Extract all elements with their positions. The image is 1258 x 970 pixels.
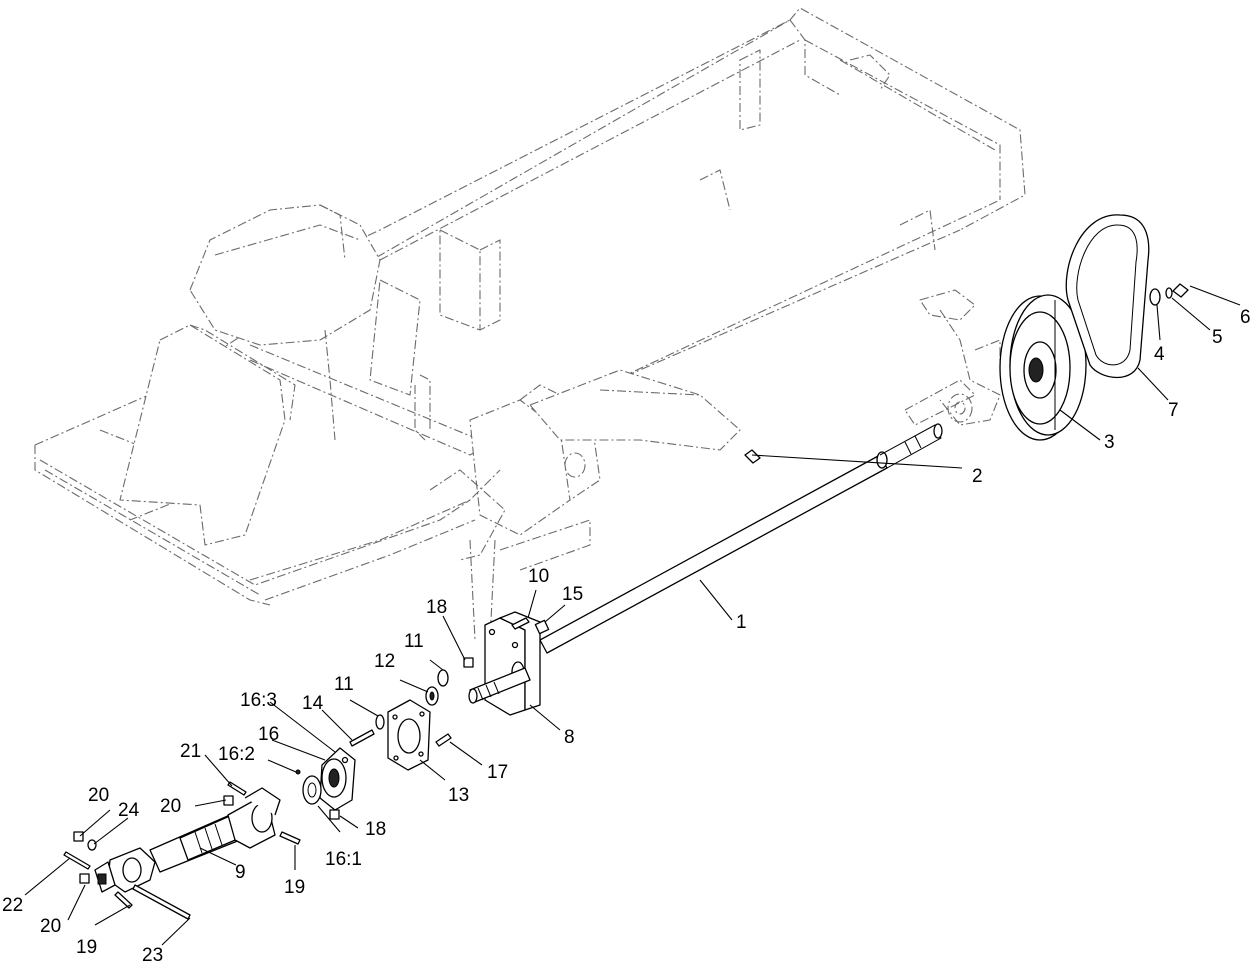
callout-16-2: 16:2 xyxy=(218,744,255,765)
lock-washer xyxy=(1165,287,1173,299)
callout-1: 1 xyxy=(736,612,747,633)
roll-pin-upper xyxy=(227,781,247,796)
pulley-bolt xyxy=(1172,283,1189,298)
frame-nut xyxy=(463,657,474,668)
callout-14: 14 xyxy=(302,693,324,714)
callout-15: 15 xyxy=(562,584,583,605)
callout-5: 5 xyxy=(1212,327,1223,348)
v-belt xyxy=(1065,214,1150,378)
callout-11-lower: 11 xyxy=(334,674,354,695)
callout-17: 17 xyxy=(487,762,508,783)
nut-left-bottom xyxy=(79,873,90,884)
callout-11-upper: 11 xyxy=(404,631,424,652)
roll-pin-lower xyxy=(63,851,91,870)
flange-plate xyxy=(387,699,431,771)
flange-bolt-left xyxy=(349,729,375,747)
callout-16-1: 16:1 xyxy=(325,849,362,870)
callout-2: 2 xyxy=(972,466,983,487)
callout-20-mid: 20 xyxy=(160,796,181,817)
shaft-key xyxy=(744,449,761,464)
washer xyxy=(1149,288,1161,306)
leader-lines xyxy=(24,285,1241,946)
callout-24: 24 xyxy=(118,800,140,821)
callout-18-upper: 18 xyxy=(426,597,447,618)
callout-labels: 1 2 3 4 5 6 7 8 9 10 11 11 12 13 14 15 1… xyxy=(2,307,1251,966)
bracket-bolt xyxy=(511,617,530,630)
bearing-bracket xyxy=(484,611,541,716)
callout-9: 9 xyxy=(235,862,246,883)
long-yoke-bolt xyxy=(132,884,191,920)
chassis-frame-phantom xyxy=(34,7,1026,641)
callout-3: 3 xyxy=(1104,432,1115,453)
nut-left-top xyxy=(73,831,84,842)
yoke-bolt-upper xyxy=(279,831,301,845)
flange-bolt-right xyxy=(435,733,452,747)
callout-23: 23 xyxy=(142,945,163,966)
flange-nut xyxy=(534,619,550,635)
callout-16: 16 xyxy=(258,724,279,745)
yoke-washer xyxy=(87,839,97,851)
callout-13: 13 xyxy=(448,785,469,806)
washer-upper xyxy=(437,669,449,687)
washer-lower xyxy=(375,714,385,730)
callout-10: 10 xyxy=(528,566,549,587)
pulley xyxy=(999,294,1087,441)
callout-12: 12 xyxy=(374,651,395,672)
callout-6: 6 xyxy=(1240,307,1251,328)
grease-fitting xyxy=(295,769,301,775)
callout-22: 22 xyxy=(2,895,23,916)
parts xyxy=(63,214,1189,920)
callout-19-left: 19 xyxy=(76,937,97,958)
bearing-nut xyxy=(329,809,340,820)
flange-bearing xyxy=(319,747,356,811)
callout-8: 8 xyxy=(564,727,575,748)
callout-20-bottom: 20 xyxy=(40,916,61,937)
callout-4: 4 xyxy=(1154,344,1165,365)
bearing-insert xyxy=(302,775,322,805)
callout-21: 21 xyxy=(180,741,201,762)
callout-16-3: 16:3 xyxy=(240,690,277,711)
callout-7: 7 xyxy=(1168,400,1179,421)
universal-driveshaft xyxy=(94,787,281,893)
callout-18-lower: 18 xyxy=(365,819,386,840)
yoke-bolt-lower xyxy=(114,891,133,909)
callout-20-top: 20 xyxy=(88,785,109,806)
callout-19-right: 19 xyxy=(284,877,305,898)
